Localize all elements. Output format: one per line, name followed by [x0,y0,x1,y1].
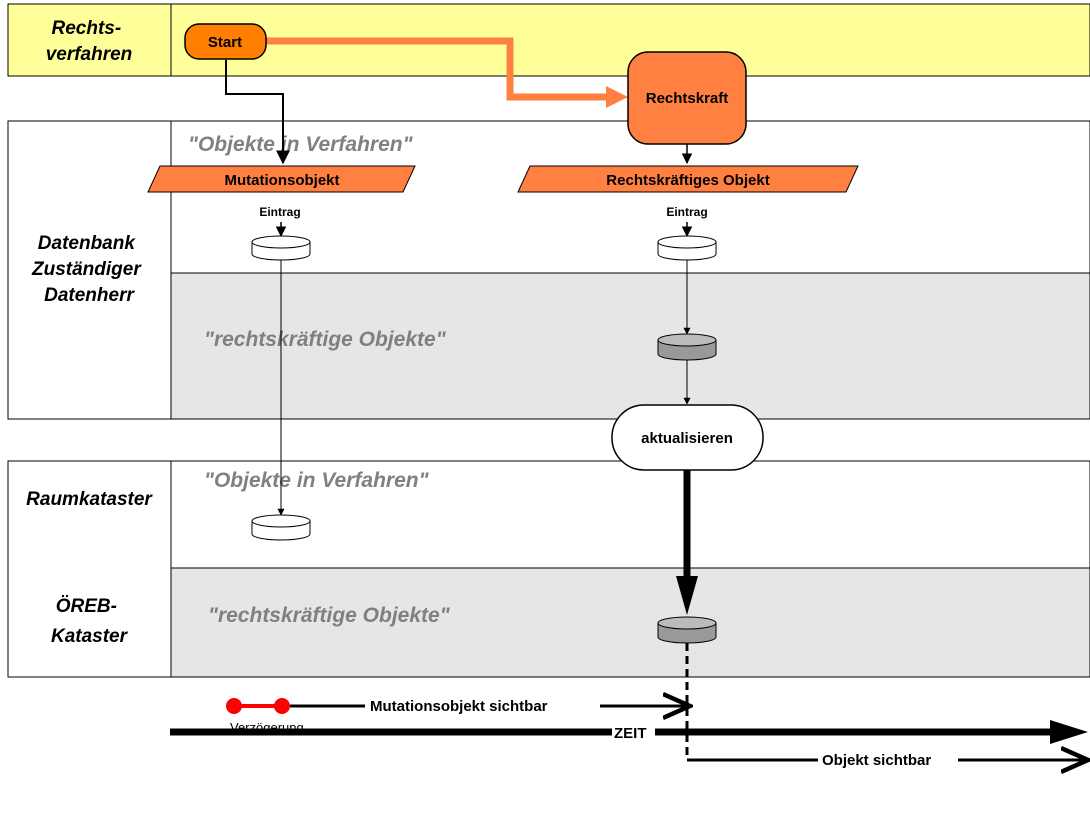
mutationsobjekt-label: Mutationsobjekt [225,172,340,189]
database-db-rechtskraft-white-icon [657,235,717,261]
eintrag-left-label: Eintrag [259,205,300,219]
database-db-verfahren-icon [251,235,311,261]
database-raumkataster-icon [251,514,311,541]
zone-label-rk-objekte-in-verfahren: "Objekte in Verfahren" [204,469,430,492]
rechtskraeftiges-objekt-label: Rechtskräftiges Objekt [606,172,769,189]
connector-start-rechtskraft [266,37,620,101]
zone-label-oereb-rechtskraeftige: "rechtskräftige Objekte" [208,604,451,627]
aktualisieren-node: aktualisieren [611,404,764,471]
objekt-sichtbar-label: Objekt sichtbar [822,752,931,769]
lane-label-datenbank: Datenbank Zuständiger Datenherr [31,233,146,306]
rechtskraft-node: Rechtskraft [627,51,747,145]
start-node: Start [184,23,267,60]
zeit-arrowhead [1050,720,1088,744]
zeit-label: ZEIT [614,725,647,742]
zone-label-db-objekte-in-verfahren: "Objekte in Verfahren" [188,133,414,156]
connector-start-rechtskraft-arrowhead [606,86,628,108]
zone-db-rechtskraeftige [170,272,1090,420]
lane-label-oereb: ÖREB- Kataster [51,596,129,647]
lane-kataster: Raumkataster ÖREB- Kataster "Objekte in … [7,460,1090,678]
database-db-rechtskraeftig-grey-icon [657,333,717,361]
rechtskraeftiges-objekt-node: Rechtskräftiges Objekt [517,165,859,193]
connector-start-mutation [225,60,290,165]
database-oereb-grey-icon [657,616,717,644]
eintrag-right-label: Eintrag [666,205,707,219]
aktualisieren-label: aktualisieren [641,430,733,447]
start-label: Start [208,34,242,51]
lane-rechtsverfahren: Rechts- verfahren [7,3,1090,77]
lane-label-rechtsverfahren: Rechts- verfahren [46,18,133,65]
lane-label-raumkataster: Raumkataster [26,489,153,510]
rechtskraft-label: Rechtskraft [646,90,729,107]
connector-aktualisieren-oereb-arrowhead [676,576,698,615]
verzoegerung-marker [226,698,290,714]
mutationsobjekt-node: Mutationsobjekt [147,165,416,193]
zone-label-db-rechtskraeftige: "rechtskräftige Objekte" [204,328,447,351]
mutationsobjekt-sichtbar-label: Mutationsobjekt sichtbar [370,698,548,715]
